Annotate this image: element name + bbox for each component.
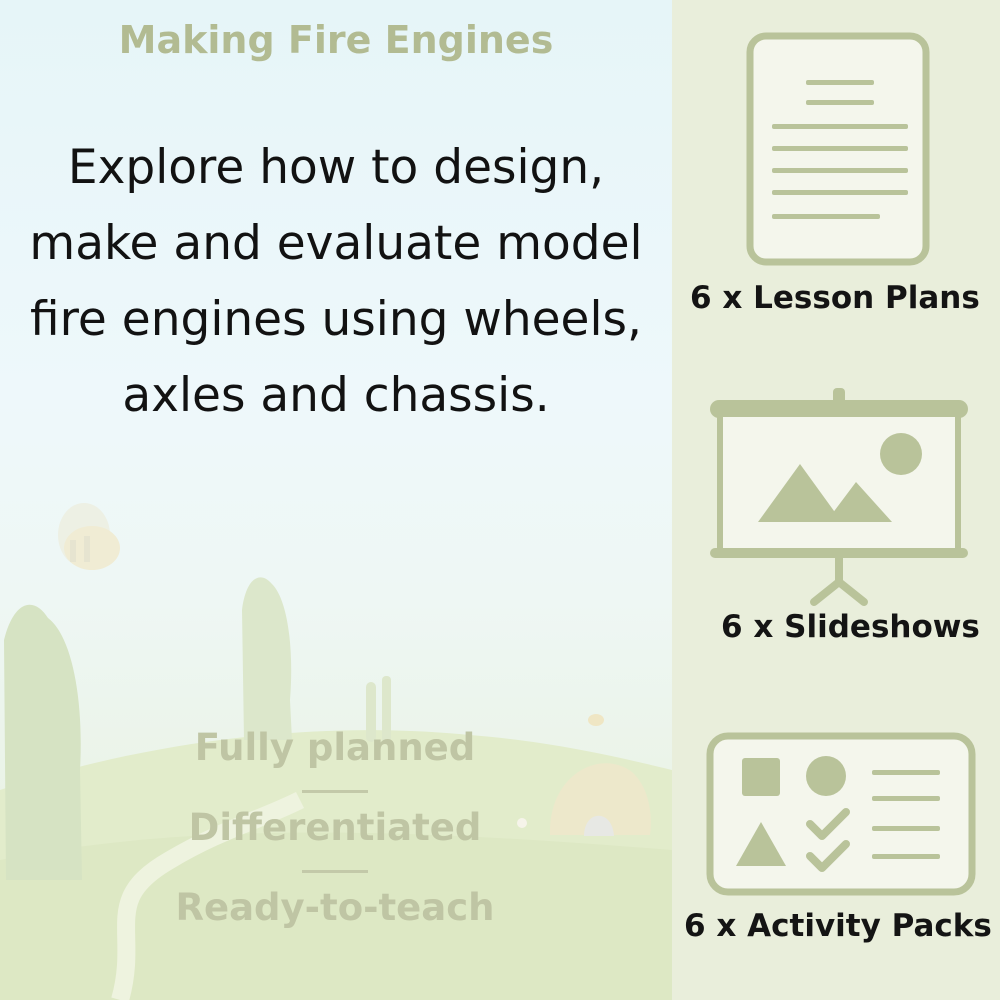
page-title: Making Fire Engines bbox=[118, 18, 554, 62]
left-panel: Making Fire Engines Explore how to desig… bbox=[0, 0, 672, 1000]
resource-label-activity-packs: 6 x Activity Packs bbox=[684, 908, 992, 944]
feature-ready-to-teach: Ready-to-teach bbox=[175, 886, 495, 929]
feature-differentiated: Differentiated bbox=[188, 806, 482, 849]
feature-fully-planned: Fully planned bbox=[194, 726, 476, 769]
feature-divider bbox=[302, 790, 368, 793]
landscape-background-illustration bbox=[0, 503, 672, 1000]
document-icon bbox=[746, 32, 930, 266]
projector-screen-icon bbox=[710, 388, 968, 606]
resource-label-lesson-plans: 6 x Lesson Plans bbox=[690, 280, 980, 316]
feature-divider bbox=[302, 870, 368, 873]
description-text: Explore how to design, make and evaluate… bbox=[29, 140, 643, 423]
activity-pack-icon bbox=[706, 732, 976, 896]
resource-label-slideshows: 6 x Slideshows bbox=[721, 609, 980, 645]
